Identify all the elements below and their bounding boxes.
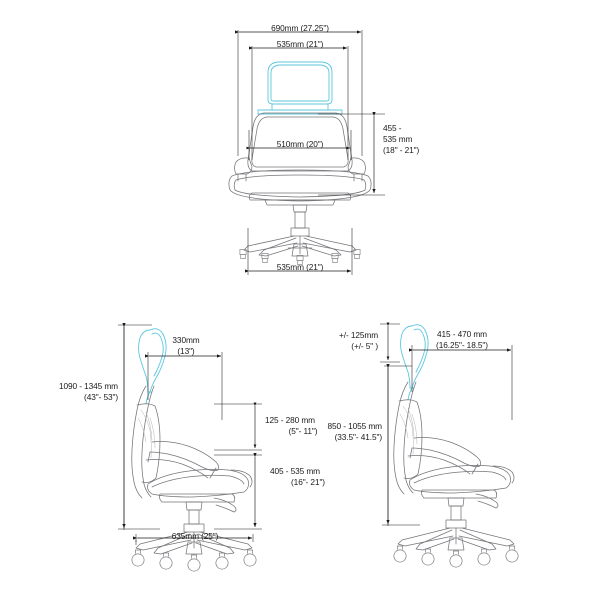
dim-front-seat-height-line1: 455 - (383, 123, 402, 133)
dim-sideleft-headrest-depth-line2: (13") (177, 346, 195, 356)
dim-front-back-width: 535mm (21") (276, 39, 324, 49)
dim-sideright-back-height-line1: 850 - 1055 mm (327, 421, 382, 431)
dim-front-overall-width: 690mm (27.25") (271, 23, 329, 33)
dim-front-seat-height-line2: 535 mm (383, 134, 413, 144)
dim-front-base-width: 535mm (21") (276, 262, 324, 272)
dim-sideleft-overall-height-line1: 1090 - 1345 mm (58, 381, 118, 391)
dim-sideright-headrest-travel-line2: (+/- 5" ) (351, 341, 378, 351)
dim-front-seat-width: 510mm (20") (276, 139, 324, 149)
dim-sideright-seat-depth-line2: (16.25"- 18.5") (436, 340, 488, 350)
dim-sideleft-seat-height-line2: (16"- 21") (291, 477, 325, 487)
dim-sideright-seat-depth-line1: 415 - 470 mm (437, 329, 487, 339)
dim-sideleft-arm-height-line2: (5"- 11") (288, 426, 318, 436)
dim-sideleft-base-depth: 635mm (25") (171, 531, 219, 541)
dim-sideleft-arm-height-line1: 125 - 280 mm (265, 415, 315, 425)
dim-sideleft-overall-height-line2: (43"- 53") (84, 392, 118, 402)
dim-sideright-back-height-line2: (33.5"- 41.5") (334, 432, 382, 442)
dim-front-seat-height-line3: (18" - 21") (383, 145, 420, 155)
dim-sideleft-seat-height-line1: 405 - 535 mm (270, 466, 320, 476)
dim-sideright-headrest-travel-line1: +/- 125mm (339, 330, 378, 340)
dim-sideleft-headrest-depth-line1: 330mm (172, 335, 200, 345)
